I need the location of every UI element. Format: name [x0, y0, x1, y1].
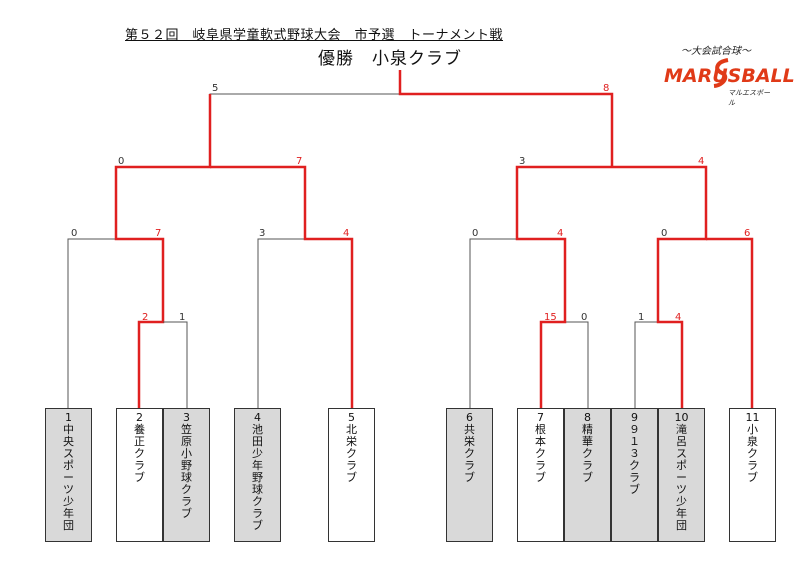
line-team9 — [634, 321, 658, 408]
line-team8 — [565, 321, 589, 408]
score: 1 — [179, 312, 186, 323]
team-no: 7 — [537, 411, 544, 424]
win-line-final — [398, 70, 614, 167]
score: 8 — [603, 83, 610, 94]
team-name: 池田少年野球クラブ — [252, 423, 263, 532]
line-team6 — [469, 238, 517, 408]
team-no: 1 — [65, 411, 72, 424]
team-no: 11 — [745, 411, 760, 424]
score: 1 — [638, 312, 645, 323]
logo-swoosh-icon — [713, 58, 729, 88]
team-no: 6 — [466, 411, 473, 424]
line-team1 — [67, 238, 116, 408]
score: 0 — [661, 228, 668, 239]
score: 0 — [472, 228, 479, 239]
score: 3 — [259, 228, 266, 239]
line-r2C-loser — [516, 166, 612, 239]
team-no: 9 — [631, 411, 638, 424]
win-line-team10 — [612, 165, 708, 408]
team-name: 養正クラブ — [134, 423, 145, 484]
score: 4 — [557, 228, 564, 239]
score: 0 — [71, 228, 78, 239]
maruesu-ball-logo: ～大会試合球～ MARUSBALL マルエスボール — [656, 42, 795, 107]
logo-brand: MARUSBALL — [664, 65, 795, 87]
team-name: 北栄クラブ — [346, 423, 357, 484]
score: 2 — [142, 312, 149, 323]
team-no: 10 — [674, 411, 689, 424]
score: 4 — [698, 156, 705, 167]
line-sf-left-loser — [209, 93, 400, 167]
team-name: 根本クラブ — [535, 423, 546, 484]
tournament-title: 第５２回 岐阜県学童軟式野球大会 市予選 トーナメント戦 — [125, 28, 504, 43]
score: 4 — [675, 312, 682, 323]
score: 3 — [519, 156, 526, 167]
score: 5 — [212, 83, 219, 94]
line-team4 — [257, 238, 305, 408]
win-line-team2 — [114, 94, 212, 408]
score: 0 — [581, 312, 588, 323]
win-line-team11 — [706, 237, 754, 408]
line-team3 — [163, 321, 188, 408]
team-name: 滝呂スポーツ少年団 — [676, 423, 687, 532]
score: 7 — [155, 228, 162, 239]
team-no: 3 — [183, 411, 190, 424]
score: 0 — [118, 156, 125, 167]
team-name: 中央スポーツ少年団 — [63, 423, 74, 532]
champion-label: 優勝 小泉クラブ — [318, 49, 462, 69]
score: 6 — [744, 228, 751, 239]
logo-kana: マルエスボール — [728, 89, 770, 107]
line-r2A-loser — [115, 166, 210, 239]
team-name: 笠原小野球クラブ — [181, 423, 192, 520]
score: 15 — [544, 312, 557, 323]
win-line-team5 — [210, 165, 354, 408]
team-no: 8 — [584, 411, 591, 424]
win-line-team7 — [515, 165, 612, 408]
team-name: 共栄クラブ — [464, 423, 475, 484]
score: 4 — [343, 228, 350, 239]
team-no: 4 — [254, 411, 261, 424]
team-no: 2 — [136, 411, 143, 424]
logo-subtitle: ～大会試合球～ — [681, 46, 751, 57]
team-no: 5 — [348, 411, 355, 424]
team-name: 小泉クラブ — [747, 423, 758, 484]
score: 7 — [296, 156, 303, 167]
team-name: 精華クラブ — [582, 423, 593, 484]
